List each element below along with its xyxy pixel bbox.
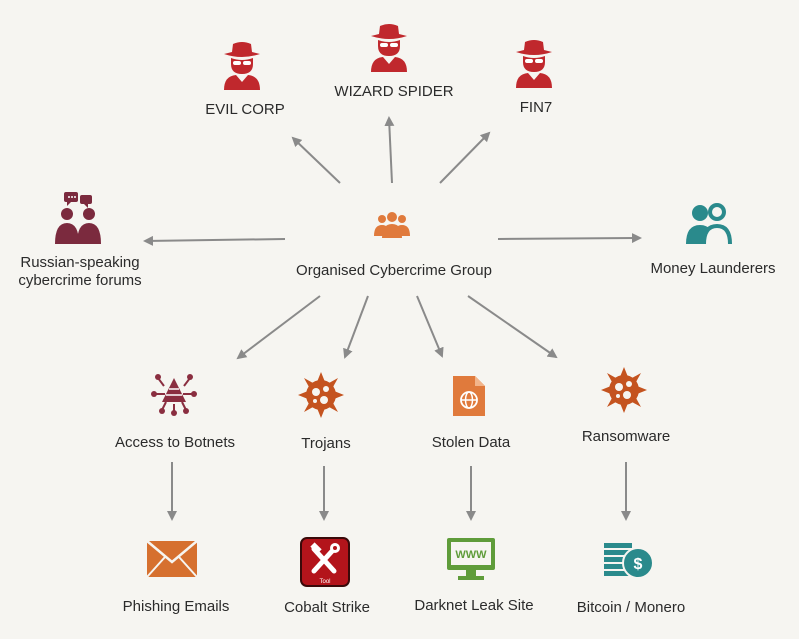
arrow-to-wizard-spider xyxy=(384,116,395,184)
chat-users-icon xyxy=(55,192,101,244)
tool-badge-text: Tool xyxy=(319,579,330,585)
group-label-fin7: FIN7 xyxy=(519,99,553,116)
tool-label-ransomware: Ransomware xyxy=(581,428,671,445)
arrow-to-forums xyxy=(143,235,286,246)
forums-label-line1: Russian-speaking xyxy=(20,254,140,271)
network-pyramid-icon xyxy=(151,374,197,416)
web-document-icon xyxy=(453,376,485,416)
launderers-label: Money Launderers xyxy=(650,260,776,277)
coins-dollar-icon: $ xyxy=(604,543,654,579)
group-label-wizard-spider: WIZARD SPIDER xyxy=(334,83,454,100)
spy-icon xyxy=(516,40,552,88)
arrow-to-fin7 xyxy=(439,131,491,184)
envelope-icon xyxy=(146,540,198,578)
outcome-label-darknet: Darknet Leak Site xyxy=(414,597,534,614)
spy-icon xyxy=(224,42,260,90)
group-people-icon xyxy=(374,212,410,238)
virus-icon xyxy=(601,367,647,413)
monitor-www-icon: WWW xyxy=(447,538,495,580)
users-icon xyxy=(686,203,732,244)
outcome-label-phishing: Phishing Emails xyxy=(122,598,230,615)
outcome-label-cobalt: Cobalt Strike xyxy=(284,599,370,616)
www-badge-text: WWW xyxy=(455,549,487,561)
center-label: Organised Cybercrime Group xyxy=(296,262,492,279)
virus-icon xyxy=(298,372,344,418)
arrow-to-botnets xyxy=(236,295,321,360)
arrow-to-ransomware xyxy=(467,295,558,359)
arrow-to-evil-corp xyxy=(291,136,341,184)
group-label-evil-corp: EVIL CORP xyxy=(205,101,285,118)
forums-label-line2: cybercrime forums xyxy=(18,272,142,289)
tool-label-trojans: Trojans xyxy=(301,435,351,452)
arrow-to-launderers xyxy=(497,233,642,244)
tools-icon: Tool xyxy=(300,537,350,587)
tool-label-stolen-data: Stolen Data xyxy=(431,434,511,451)
spy-icon xyxy=(371,24,407,72)
dollar-badge-text: $ xyxy=(634,556,643,573)
outcome-label-crypto: Bitcoin / Monero xyxy=(576,599,686,616)
arrow-to-trojans xyxy=(343,295,369,359)
tool-label-botnets: Access to Botnets xyxy=(114,434,236,451)
arrow-to-stolen-data xyxy=(416,295,444,358)
